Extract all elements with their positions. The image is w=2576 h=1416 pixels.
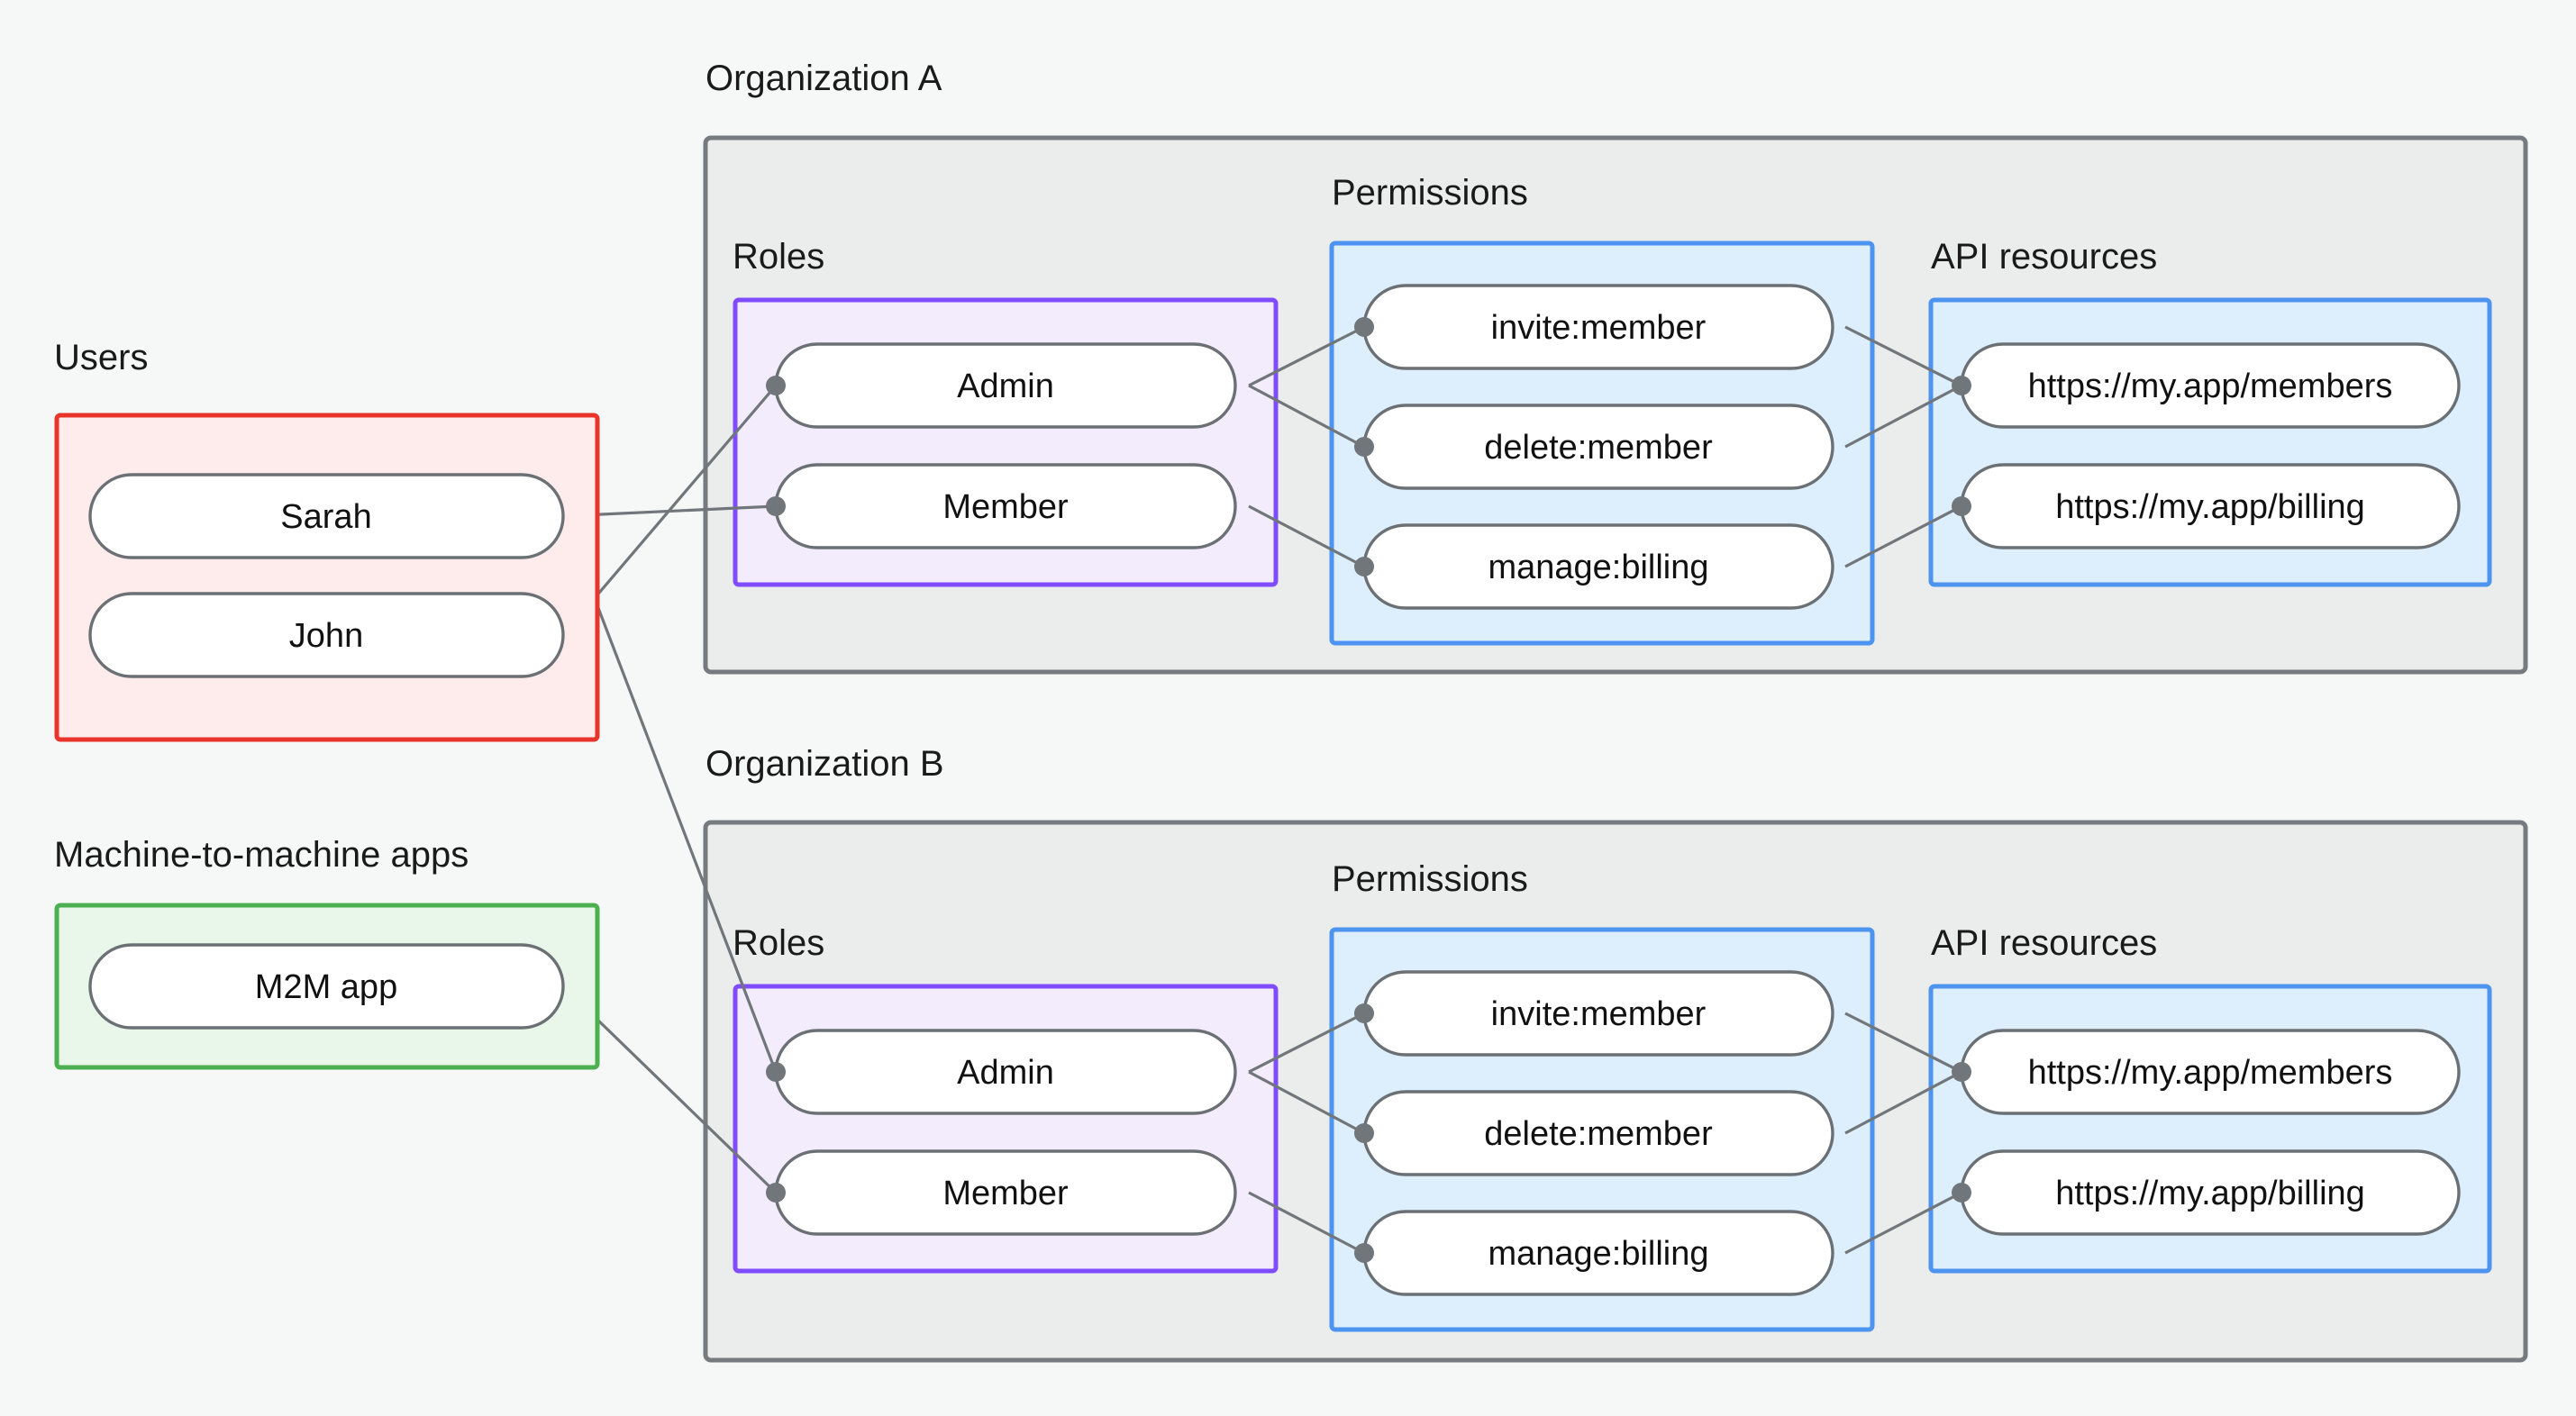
- org-a-roles-title: Roles: [733, 237, 824, 277]
- org-a-permission-resource-edges: [1844, 325, 1962, 568]
- m2m-title: Machine-to-machine apps: [54, 835, 469, 875]
- org-a-permission-invite[interactable]: invite:member: [1354, 284, 1834, 370]
- org-a-role-admin-label: Admin: [957, 368, 1054, 405]
- org-b-role-member-label: Member: [942, 1175, 1069, 1212]
- org-b-permission-delete-port: [1354, 1123, 1374, 1143]
- org-b-permission-invite-port: [1354, 1003, 1374, 1023]
- org-a-api-title: API resources: [1931, 237, 2157, 277]
- users-title: Users: [54, 338, 148, 377]
- org-b-resource-members[interactable]: https://my.app/members: [1952, 1029, 2461, 1115]
- org-a-resource-members[interactable]: https://my.app/members: [1952, 342, 2461, 429]
- org-b-role-member[interactable]: Member: [766, 1149, 1237, 1236]
- org-a-permission-delete-label: delete:member: [1484, 429, 1713, 467]
- org-b-permission-invite-label: invite:member: [1491, 995, 1707, 1033]
- org-a-resource-billing-port: [1952, 496, 1971, 516]
- org-a-permission-invite-label: invite:member: [1491, 309, 1707, 347]
- org-a-permissions-title: Permissions: [1332, 173, 1528, 213]
- org-b-resource-billing-port: [1952, 1183, 1971, 1203]
- org-a-role-permission-edges: [1248, 325, 1365, 568]
- org-a-resource-billing[interactable]: https://my.app/billing: [1952, 463, 2461, 549]
- org-a-permission-delete[interactable]: delete:member: [1354, 404, 1834, 490]
- org-b-permission-resource-edges: [1844, 1012, 1962, 1255]
- org-b-title: Organization B: [705, 744, 944, 784]
- m2m-app[interactable]: M2M app: [88, 943, 565, 1030]
- org-b-resource-billing[interactable]: https://my.app/billing: [1952, 1149, 2461, 1236]
- user-sarah-label: Sarah: [280, 498, 371, 536]
- org-b-role-admin-label: Admin: [957, 1054, 1054, 1092]
- users-container: [54, 413, 600, 742]
- org-a-permission-billing[interactable]: manage:billing: [1354, 523, 1834, 610]
- org-b-resource-members-port: [1952, 1062, 1971, 1082]
- org-a-resource-billing-label: https://my.app/billing: [2055, 488, 2365, 526]
- org-b-permission-billing-port: [1354, 1243, 1374, 1263]
- user-john-pill[interactable]: [88, 592, 565, 678]
- m2m-app-pill[interactable]: [88, 943, 565, 1030]
- org-a-permission-invite-port: [1354, 317, 1374, 337]
- org-a-permission-billing-label: manage:billing: [1488, 549, 1708, 586]
- org-b-permissions-title: Permissions: [1332, 859, 1528, 899]
- org-a-permission-billing-port: [1354, 557, 1374, 576]
- org-b-permission-delete[interactable]: delete:member: [1354, 1090, 1834, 1176]
- org-b-role-admin[interactable]: Admin: [766, 1029, 1237, 1115]
- org-b-permission-billing-label: manage:billing: [1488, 1235, 1708, 1273]
- org-a-role-member[interactable]: Member: [766, 463, 1237, 549]
- org-b-roles-title: Roles: [733, 923, 824, 963]
- user-sarah-pill[interactable]: [88, 473, 565, 559]
- org-b-resource-billing-label: https://my.app/billing: [2055, 1175, 2365, 1212]
- org-a-permission-delete-port: [1354, 437, 1374, 457]
- org-b-api-title: API resources: [1931, 923, 2157, 963]
- m2m-app-label: M2M app: [255, 968, 397, 1006]
- org-b-permission-billing[interactable]: manage:billing: [1354, 1210, 1834, 1296]
- org-a-title: Organization A: [705, 59, 942, 98]
- user-john-label: John: [289, 617, 363, 655]
- user-john[interactable]: John: [88, 592, 565, 678]
- org-b-permission-invite[interactable]: invite:member: [1354, 970, 1834, 1057]
- org-a-resource-members-label: https://my.app/members: [2028, 368, 2393, 405]
- org-a-resource-members-port: [1952, 376, 1971, 395]
- org-b-resource-members-label: https://my.app/members: [2028, 1054, 2393, 1092]
- user-sarah[interactable]: Sarah: [88, 473, 565, 559]
- org-a-role-member-label: Member: [942, 488, 1069, 526]
- org-a-role-admin[interactable]: Admin: [766, 342, 1237, 429]
- org-b-role-permission-edges: [1248, 1012, 1365, 1255]
- org-b-permission-delete-label: delete:member: [1484, 1115, 1713, 1153]
